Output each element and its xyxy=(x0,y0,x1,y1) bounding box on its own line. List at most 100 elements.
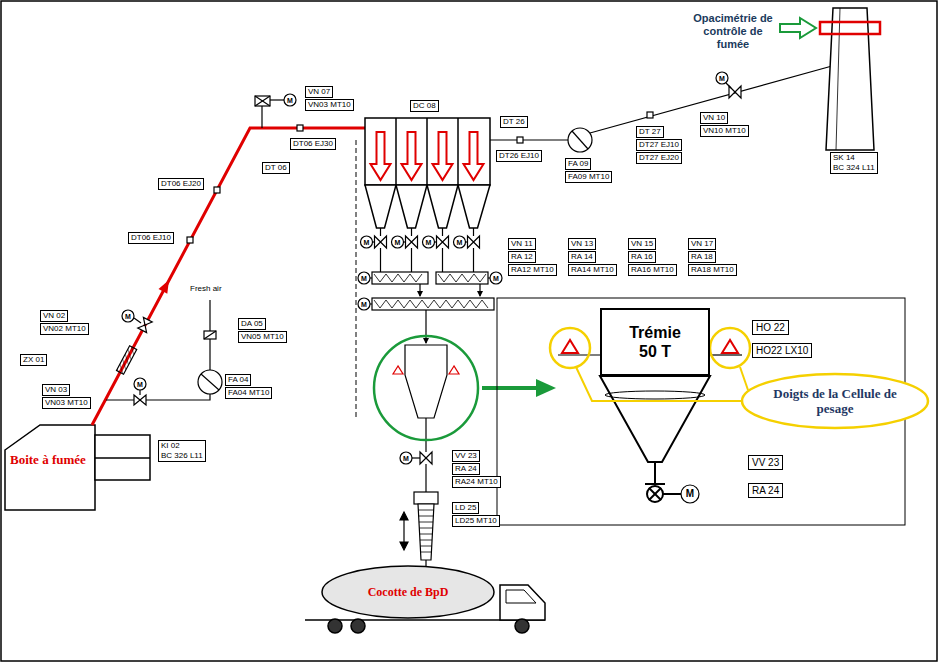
duct-items xyxy=(261,106,262,128)
weigh-hopper xyxy=(418,504,434,560)
tag-box: DA 05 xyxy=(238,318,266,330)
pipe xyxy=(473,248,474,272)
tag-box: HO22 LX10 xyxy=(752,343,812,358)
stack xyxy=(780,8,880,150)
tag-box: FA 04 xyxy=(225,374,251,386)
label-text: VN03 MT10 xyxy=(308,100,351,110)
bellows xyxy=(418,510,433,511)
highlight-circle xyxy=(374,336,478,440)
label-text: RA24 MT10 xyxy=(455,477,498,487)
label-text: DC 08 xyxy=(413,101,436,111)
label-text: FA09 MT10 xyxy=(568,172,609,182)
hopper-box: Trémie 50 T xyxy=(600,308,710,376)
tag-box: DT06 EJ30 xyxy=(290,138,336,150)
tag-box: RA14 MT10 xyxy=(568,264,617,276)
bag-filter xyxy=(427,185,458,228)
label-text: VN 15 xyxy=(631,239,653,249)
exhaust-line xyxy=(726,83,731,88)
smoke-box xyxy=(5,425,150,510)
pipe xyxy=(380,248,381,272)
label-text: VN10 MT10 xyxy=(703,126,746,136)
weigh-hopper xyxy=(425,464,426,492)
motor-symbol xyxy=(681,485,699,503)
rotary-valve xyxy=(468,236,480,248)
duct-items xyxy=(270,99,284,100)
label-text: RA 24 xyxy=(455,464,477,474)
tag-box: VN 17 xyxy=(688,238,716,250)
load-cell xyxy=(740,367,748,390)
screw-conveyor xyxy=(370,272,494,343)
motor-symbol xyxy=(716,72,728,84)
tag-box: ZX 01 xyxy=(20,354,47,366)
tag-box: DT27 EJ10 xyxy=(636,139,682,151)
tanker-label: Cocotte de BpD xyxy=(368,585,449,599)
tag-box: DT06 EJ10 xyxy=(128,232,174,244)
weigh-hopper xyxy=(449,366,459,374)
dashed-line xyxy=(356,140,357,420)
pipe xyxy=(380,228,381,236)
detail-arrow xyxy=(482,379,556,397)
duct-items xyxy=(204,331,216,339)
bag-filter xyxy=(395,118,397,185)
motor-letter: M xyxy=(686,489,694,499)
label-text: DT27 EJ10 xyxy=(639,140,679,150)
tag-box: VN 03 xyxy=(42,384,70,396)
tag-box: RA 16 xyxy=(628,251,656,263)
bag-filter xyxy=(396,185,427,228)
label-text: DT 26 xyxy=(503,117,525,127)
tanker-truck xyxy=(305,566,545,633)
label-text: DT 06 xyxy=(265,163,287,173)
screw-flight xyxy=(438,274,486,282)
motor-letter: M xyxy=(361,301,367,308)
tag-box: VN03 MT10 xyxy=(42,397,91,409)
hopper-detail xyxy=(654,462,656,484)
label-text: Cocotte de BpD xyxy=(368,585,449,599)
flow-arrow xyxy=(417,291,423,297)
smoke-box xyxy=(5,425,95,510)
duct-items xyxy=(201,374,219,390)
label-text: DT27 EJ20 xyxy=(639,153,679,163)
hopper-detail xyxy=(605,391,705,399)
label-text: Doigts de la Cellule de pesage xyxy=(770,386,900,416)
pipe xyxy=(442,228,443,236)
label-text: RA 14 xyxy=(571,252,593,262)
label-text: Boite à fumée xyxy=(10,452,90,467)
hopper-detail xyxy=(600,376,710,502)
duct-items xyxy=(255,96,270,106)
weigh-hopper xyxy=(400,542,408,550)
label-text: BC 324 L11 xyxy=(833,163,875,173)
load-cell xyxy=(562,340,578,353)
tag-box: LD 25 xyxy=(452,502,479,514)
label-text: VN 07 xyxy=(308,87,330,97)
tag-box: RA12 MT10 xyxy=(508,264,557,276)
label-text: VN 03 xyxy=(45,385,67,395)
tag-box: DT 27 xyxy=(636,126,664,138)
duct-items xyxy=(134,318,141,323)
label-text: KI 02 xyxy=(161,441,203,451)
bellows xyxy=(420,540,432,541)
duct-items xyxy=(139,390,140,395)
rotary-valve xyxy=(437,236,449,248)
bag-filter xyxy=(426,118,428,185)
label-text: DA 05 xyxy=(241,319,263,329)
weigh-hopper xyxy=(414,492,438,504)
weigh-hopper xyxy=(405,345,447,418)
tag-box: RA24 MT10 xyxy=(452,476,501,488)
motor-symbol xyxy=(284,94,296,106)
tag-box: VV 23 xyxy=(748,455,783,470)
duct-items xyxy=(187,237,193,243)
motor-letter: M xyxy=(364,239,370,246)
tag-box: RA 24 xyxy=(452,463,480,475)
tag-box: DT27 EJ20 xyxy=(636,152,682,164)
label-text: VN 17 xyxy=(691,239,713,249)
stack xyxy=(826,8,874,150)
screw-conveyor xyxy=(372,298,494,310)
bag-filter xyxy=(458,185,490,228)
tag-box: VN05 MT10 xyxy=(238,331,287,343)
tanker-truck xyxy=(322,566,494,618)
label-text: VN 10 xyxy=(703,113,725,123)
duct-items xyxy=(198,370,222,394)
motor-symbol xyxy=(358,272,370,284)
